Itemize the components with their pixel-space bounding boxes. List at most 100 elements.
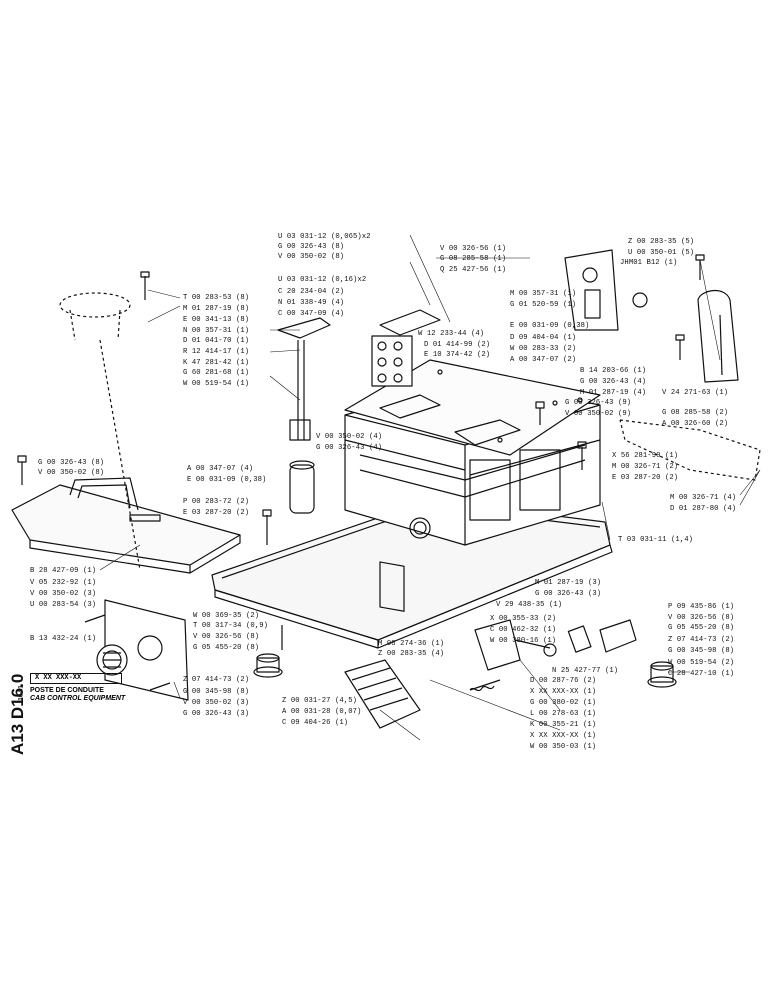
- part-label: C 09 404-26 (1): [282, 719, 349, 727]
- part-label: C 20 234-04 (2): [278, 288, 345, 296]
- part-label: E 00 341-13 (8): [183, 316, 250, 324]
- part-label: Z 07 414-73 (2): [183, 676, 250, 684]
- part-label: T 03 031-11 (1,4): [618, 536, 694, 544]
- part-label: G 60 281-68 (1): [183, 369, 250, 377]
- part-label: V 24 271-63 (1): [662, 389, 729, 397]
- part-label: V 00 350-02 (8): [278, 253, 345, 261]
- part-label: V 00 350-02 (9): [565, 410, 632, 418]
- part-label: B 28 427-09 (1): [30, 567, 97, 575]
- pedal-bracket: [564, 249, 739, 383]
- part-label: B 13 432-24 (1): [30, 635, 97, 643]
- part-label: G 01 520-59 (1): [510, 301, 577, 309]
- steering-column: [277, 317, 331, 514]
- title-french: POSTE DE CONDUITE: [30, 687, 104, 694]
- part-label: M 00 357-31 (1): [510, 290, 577, 298]
- part-label: P 09 435-86 (1): [668, 603, 735, 611]
- part-label: G 00 326-43 (3): [183, 710, 250, 718]
- part-label: N 01 338-49 (4): [278, 299, 345, 307]
- part-label: E 00 031-09 (0,38): [187, 476, 267, 484]
- part-label: D 01 287-80 (4): [670, 505, 737, 513]
- leader-lines: [99, 234, 761, 741]
- part-label: E 10 374-42 (2): [424, 351, 491, 359]
- part-label: B 14 203-66 (1): [580, 367, 647, 375]
- part-label: N 25 427-77 (1): [552, 667, 619, 675]
- part-label: V 05 232-92 (1): [30, 579, 97, 587]
- part-label: P 00 283-72 (2): [183, 498, 250, 506]
- part-label: G 00 345-98 (8): [668, 647, 735, 655]
- part-label: G 05 455-20 (8): [668, 624, 735, 632]
- part-label: D 09 404-04 (1): [510, 334, 577, 342]
- part-label: Z 00 283-35 (5): [628, 238, 695, 246]
- part-label: D 01 414-99 (2): [424, 341, 491, 349]
- part-label: G 00 326-43 (3): [535, 590, 602, 598]
- part-label: G 00 326-43 (8): [38, 459, 105, 467]
- pedal-arm: [619, 419, 761, 481]
- part-label: C 28 427-10 (1): [668, 670, 735, 678]
- part-label: G 05 455-20 (8): [193, 644, 260, 652]
- title-english: CAB CONTROL EQUIPMENT: [30, 695, 126, 702]
- part-label: C 00 347-09 (4): [278, 310, 345, 318]
- part-label: U 00 283-54 (3): [30, 601, 97, 609]
- sheet-date: 10-81: [18, 685, 25, 701]
- part-label: G 00 326-43 (8): [278, 243, 345, 251]
- rubber-mount-left: [253, 625, 283, 678]
- part-label: V 00 350-02 (8): [38, 469, 105, 477]
- left-side-panel: [96, 599, 189, 701]
- part-label: A 00 031-28 (0,07): [282, 708, 362, 716]
- part-label: D 01 041-70 (1): [183, 337, 250, 345]
- part-label: M 01 287-19 (4): [580, 389, 647, 397]
- part-label: U 03 031-12 (0,065)x2: [278, 233, 371, 241]
- part-label: N 00 357-31 (1): [183, 327, 250, 335]
- part-label: U 03 031-12 (0,16)x2: [278, 276, 367, 284]
- part-number-box: X XX XXX-XX: [30, 673, 122, 684]
- bellows-boot: [344, 659, 421, 729]
- title-block: X XX XXX-XX POSTE DE CONDUITE CAB CONTRO…: [30, 673, 136, 703]
- part-label: JHM01 B12 (1): [620, 259, 678, 267]
- part-label: E 03 287-20 (2): [183, 509, 250, 517]
- left-console: [11, 477, 241, 574]
- part-label: G 00 345-98 (8): [183, 688, 250, 696]
- part-label: G 00 326-43 (4): [580, 378, 647, 386]
- part-label: E 00 031-09 (0,38): [510, 322, 590, 330]
- part-label: A 00 347-07 (4): [187, 465, 254, 473]
- part-label: E 03 287-20 (2): [612, 474, 679, 482]
- part-label: G 00 326-43 (4): [316, 444, 383, 452]
- part-label: A 00 347-07 (2): [510, 356, 577, 364]
- seat-outline: [59, 292, 141, 571]
- part-label: T 00 283-53 (8): [183, 294, 250, 302]
- part-label: G 08 285-58 (2): [662, 409, 729, 417]
- part-label: M 01 287-19 (8): [183, 305, 250, 313]
- part-label: Z 07 414-73 (2): [668, 636, 735, 644]
- part-label: W 00 283-33 (2): [510, 345, 577, 353]
- part-label: R 12 414-17 (1): [183, 348, 250, 356]
- part-label: V 00 326-56 (8): [193, 633, 260, 641]
- part-label: Z 00 031-27 (4,5): [282, 697, 358, 705]
- part-label: K 00 355-21 (1): [530, 721, 597, 729]
- part-label: V 00 350-02 (3): [30, 590, 97, 598]
- part-label: G 00 326-43 (9): [565, 399, 632, 407]
- part-label: W 00 369-35 (2): [193, 612, 260, 620]
- part-label: W 12 233-44 (4): [418, 330, 485, 338]
- part-label: X 00 355-33 (2): [490, 615, 557, 623]
- part-label: C 00 462-32 (1): [490, 626, 557, 634]
- part-label: V 00 326-56 (1): [440, 245, 507, 253]
- part-label: V 29 438-35 (1): [496, 601, 563, 609]
- part-label: U 00 350-01 (5): [628, 249, 695, 257]
- part-label: V 00 350-02 (4): [316, 433, 383, 441]
- part-label: M 00 326-71 (2): [612, 463, 679, 471]
- part-label: X 56 281-90 (1): [612, 452, 679, 460]
- part-label: G 00 380-02 (1): [530, 699, 597, 707]
- part-label: G 08 285-58 (1): [440, 255, 507, 263]
- part-label: W 00 519-54 (2): [668, 659, 735, 667]
- part-label: V 00 326-56 (8): [668, 614, 735, 622]
- part-label: T 00 317-34 (0,9): [193, 622, 269, 630]
- valve-block: [371, 309, 441, 387]
- part-label: Z 00 283-35 (4): [378, 650, 445, 658]
- part-label: M 01 287-19 (3): [535, 579, 602, 587]
- part-label: M 00 326-71 (4): [670, 494, 737, 502]
- part-label: V 00 350-02 (3): [183, 699, 250, 707]
- part-label: X XX XXX-XX (1): [530, 688, 597, 696]
- part-label: M 08 274-36 (1): [378, 640, 445, 648]
- part-label: W 00 519-54 (1): [183, 380, 250, 388]
